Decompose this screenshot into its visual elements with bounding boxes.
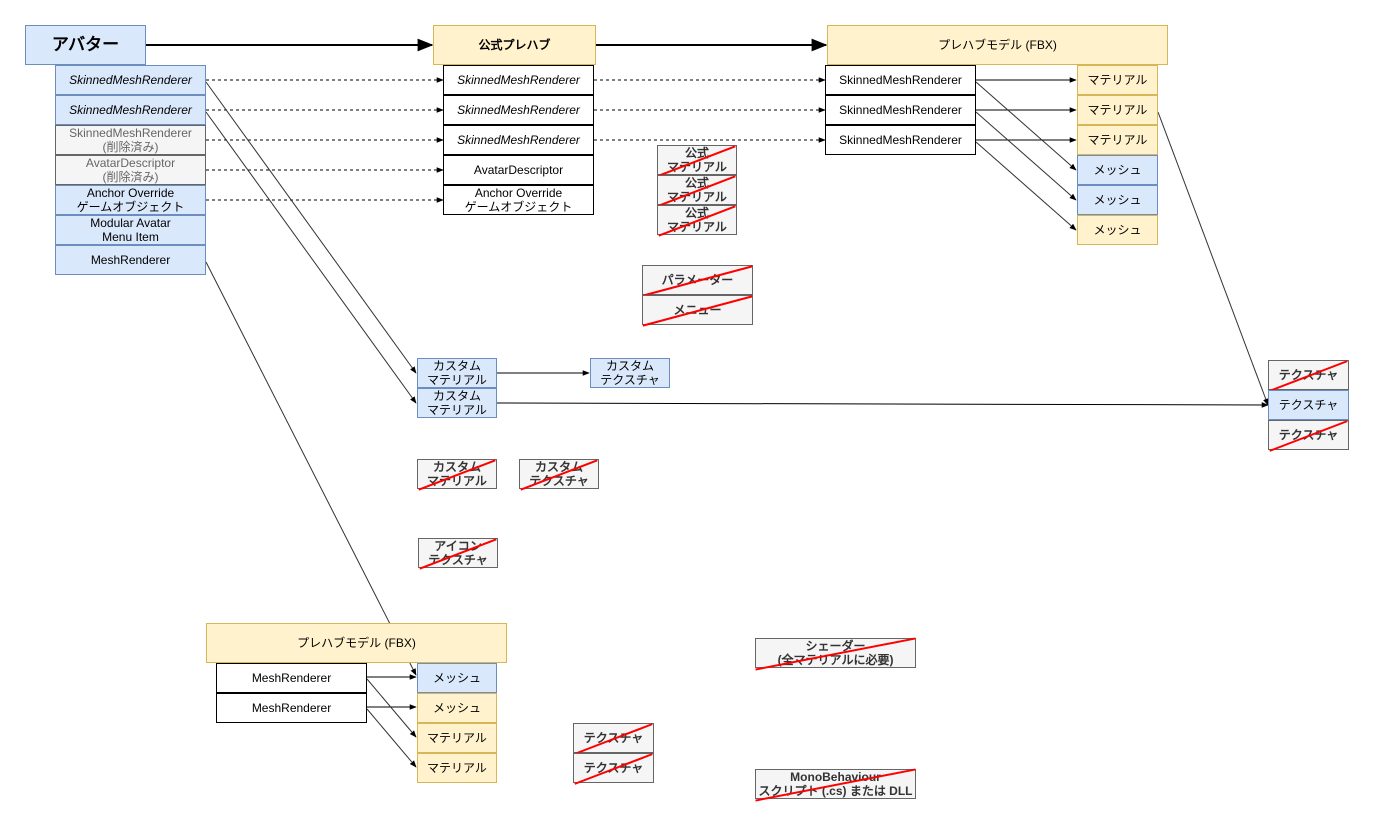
texture-bottom-1: テクスチャ <box>573 723 654 753</box>
avatar-ma-menu-item: Modular Avatar Menu Item <box>55 215 206 245</box>
fbx-mesh-3: メッシュ <box>1077 215 1158 245</box>
texture-bottom-2: テクスチャ <box>573 753 654 783</box>
fbx-material-3: マテリアル <box>1077 125 1158 155</box>
avatar-descriptor-deleted: AvatarDescriptor (削除済み) <box>55 155 206 185</box>
texture-right-2: テクスチャ <box>1268 390 1349 420</box>
removed-custom-texture: カスタム テクスチャ <box>519 459 599 489</box>
bottom-mesh-renderer-1: MeshRenderer <box>216 663 367 693</box>
avatar-smr-1: SkinnedMeshRenderer <box>55 65 206 95</box>
official-material-2: 公式 マテリアル <box>657 175 737 205</box>
fbx-material-1: マテリアル <box>1077 65 1158 95</box>
avatar-node: アバター <box>25 25 146 65</box>
custom-material-2: カスタム マテリアル <box>417 388 497 418</box>
parameters-node: パラメーター <box>642 265 753 295</box>
texture-right-3: テクスチャ <box>1268 420 1349 450</box>
avatar-smr-2: SkinnedMeshRenderer <box>55 95 206 125</box>
bottom-material-2: マテリアル <box>417 753 497 783</box>
fbx-smr-1: SkinnedMeshRenderer <box>825 65 976 95</box>
custom-material-1: カスタム マテリアル <box>417 358 497 388</box>
prefab-model-top-node: プレハブモデル (FBX) <box>827 25 1168 65</box>
shader-node: シェーダー (全マテリアルに必要) <box>755 638 916 668</box>
edge <box>975 81 1077 171</box>
bottom-mesh-renderer-2: MeshRenderer <box>216 693 367 723</box>
fbx-material-2: マテリアル <box>1077 95 1158 125</box>
edge <box>1157 111 1269 406</box>
prefab-smr-1: SkinnedMeshRenderer <box>443 65 594 95</box>
edge <box>366 678 417 738</box>
prefab-model-bottom-node: プレハブモデル (FBX) <box>206 623 507 663</box>
avatar-anchor-override: Anchor Override ゲームオブジェクト <box>55 185 206 215</box>
edge <box>366 708 417 768</box>
menu-node: メニュー <box>642 295 753 325</box>
edge <box>975 141 1077 231</box>
bottom-mesh-1: メッシュ <box>417 663 497 693</box>
prefab-smr-3: SkinnedMeshRenderer <box>443 125 594 155</box>
official-material-1: 公式 マテリアル <box>657 145 737 175</box>
removed-custom-material: カスタム マテリアル <box>417 459 497 489</box>
prefab-avatar-descriptor: AvatarDescriptor <box>443 155 594 185</box>
monobehaviour-node: MonoBehaviour スクリプト (.cs) または DLL <box>755 769 916 799</box>
fbx-mesh-2: メッシュ <box>1077 185 1158 215</box>
edge <box>496 402 1269 408</box>
custom-texture: カスタム テクスチャ <box>590 358 670 388</box>
official-material-3: 公式 マテリアル <box>657 205 737 235</box>
fbx-mesh-1: メッシュ <box>1077 155 1158 185</box>
fbx-smr-3: SkinnedMeshRenderer <box>825 125 976 155</box>
bottom-mesh-2: メッシュ <box>417 693 497 723</box>
prefab-smr-2: SkinnedMeshRenderer <box>443 95 594 125</box>
avatar-mesh-renderer: MeshRenderer <box>55 245 206 275</box>
edge <box>205 111 417 404</box>
avatar-smr-deleted: SkinnedMeshRenderer (削除済み) <box>55 125 206 155</box>
texture-right-1: テクスチャ <box>1268 360 1349 390</box>
prefab-anchor-override: Anchor Override ゲームオブジェクト <box>443 185 594 215</box>
official-prefab-node: 公式プレハブ <box>433 25 596 65</box>
icon-texture: アイコン テクスチャ <box>418 538 498 568</box>
edge <box>205 81 417 374</box>
bottom-material-1: マテリアル <box>417 723 497 753</box>
edge <box>975 111 1077 201</box>
edge <box>205 261 417 676</box>
fbx-smr-2: SkinnedMeshRenderer <box>825 95 976 125</box>
